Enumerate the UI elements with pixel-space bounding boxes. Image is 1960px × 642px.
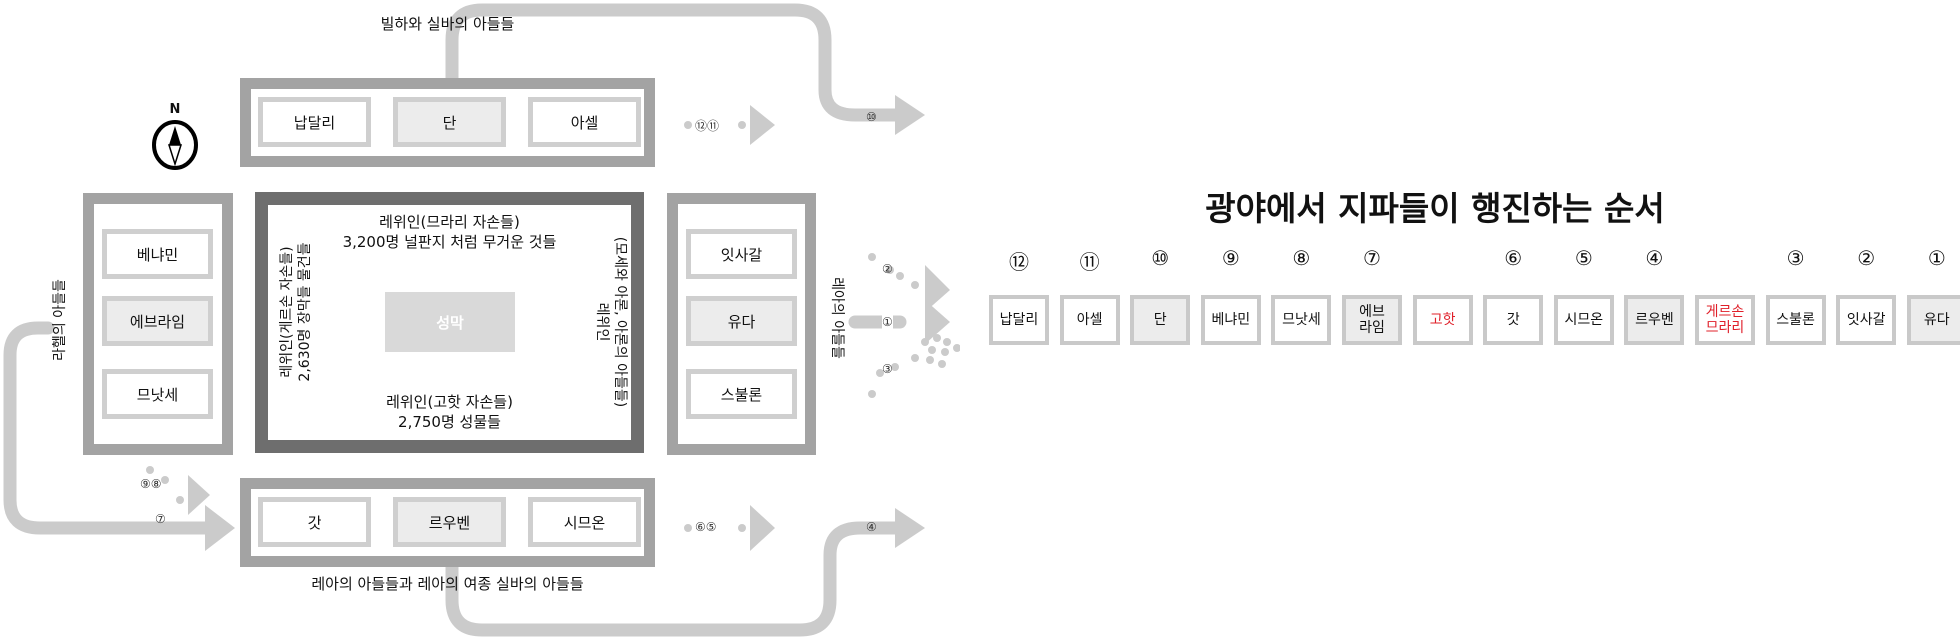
arrow-head	[895, 95, 925, 135]
left-group-caption: 라헬의 아들들	[52, 279, 68, 361]
tribe-box: 유다	[686, 296, 797, 346]
order-tribe-box: 납달리	[989, 295, 1049, 345]
order-number: ⑪	[1079, 250, 1100, 274]
tribe-box: 르우벤	[393, 497, 506, 547]
arrow-head	[925, 300, 950, 344]
arrow-head	[750, 505, 775, 551]
arrow-head	[895, 508, 925, 548]
tribe-box: 단	[393, 97, 506, 147]
arrow-head	[925, 265, 950, 312]
order-number: ⑧	[1292, 246, 1311, 270]
route-label: ⑩	[866, 110, 877, 124]
order-tribe-box: 시므온	[1553, 295, 1614, 345]
south-levites-line2: 2,750명 성물들	[398, 413, 501, 431]
route-label: ④	[866, 520, 877, 534]
south-levites-line1: 레위인(고핫 자손들)	[386, 393, 513, 411]
route-path-4	[445, 521, 902, 637]
route-label: ⑦	[155, 512, 166, 526]
order-number: ④	[1645, 246, 1664, 270]
order-number: ⑥	[1504, 246, 1523, 270]
order-tribe-box: 아셀	[1059, 295, 1120, 345]
tribe-box: 시므온	[528, 497, 641, 547]
arrow-head	[750, 105, 775, 145]
order-tribe-box: 고핫	[1412, 295, 1473, 345]
order-number: ③	[1786, 246, 1805, 270]
route-label: ⑥⑤	[695, 520, 717, 534]
tribe-box: 갓	[258, 497, 371, 547]
route-label: ①	[882, 315, 893, 329]
order-tribe-box: 스불론	[1765, 295, 1826, 345]
tribe-box: 아셀	[528, 97, 641, 147]
route-path-10	[445, 3, 902, 122]
bottom-group-caption: 레아의 아들들과 레아의 여종 실바의 아들들	[311, 575, 584, 593]
order-tribe-box: 르우벤	[1624, 295, 1685, 345]
tribe-box: 납달리	[258, 97, 371, 147]
compass-label: N	[169, 102, 181, 117]
order-tribe-box: 갓	[1483, 295, 1544, 345]
route-label: ⑫⑪	[695, 119, 720, 133]
tribe-box: 스불론	[686, 369, 797, 419]
order-number: ⑨	[1221, 246, 1240, 270]
order-tribe-box: 유다	[1906, 295, 1960, 345]
order-number: ⑤	[1574, 246, 1593, 270]
right-group-caption: 레아의 아들들	[829, 277, 845, 359]
route-label: ②	[882, 262, 893, 276]
order-number: ⑩	[1151, 246, 1170, 270]
west-levites-line2: 2,630명 장막들 물건들	[297, 242, 313, 382]
route-label: ⑨⑧	[140, 477, 162, 491]
order-number: ⑦	[1363, 246, 1381, 270]
route-label: ③	[882, 362, 893, 376]
top-group-caption: 빌하와 실바의 아들들	[380, 15, 515, 33]
order-tribe-box: 베냐민	[1200, 295, 1261, 345]
order-tribe-box: 잇사갈	[1836, 295, 1897, 345]
order-tribe-box: 에브 라임	[1342, 295, 1402, 345]
east-levites-line2: 레위인	[594, 302, 610, 342]
order-tribe-box: 게르손 므라리	[1695, 295, 1755, 345]
order-number: ②	[1857, 246, 1876, 270]
order-number: ⑫	[1009, 250, 1029, 274]
tribe-box: 잇사갈	[686, 229, 797, 279]
north-levites-line2: 3,200명 널판지 처럼 무거운 것들	[342, 233, 557, 251]
order-tribe-box: 므낫세	[1271, 295, 1332, 345]
north-levites-line1: 레위인(므라리 자손들)	[379, 213, 520, 231]
tribe-box: 에브라임	[102, 296, 213, 346]
route-path-7	[3, 321, 212, 535]
order-number: ①	[1927, 246, 1946, 270]
arrow-head	[205, 505, 235, 551]
east-levites-line1: (모세와 아론, 아론의 아들들)	[612, 236, 628, 408]
order-tribe-box: 단	[1130, 295, 1191, 345]
order-title: 광야에서 지파들이 행진하는 순서	[1205, 189, 1665, 228]
arrow-head	[188, 475, 210, 515]
route-arrows	[3, 3, 960, 637]
tabernacle-center: 성막	[385, 292, 515, 352]
west-levites-line1: 레위인(게르손 자손들)	[279, 246, 295, 378]
compass-icon	[152, 120, 198, 170]
tribe-box: 베냐민	[102, 229, 213, 279]
tribe-box: 므낫세	[102, 369, 213, 419]
